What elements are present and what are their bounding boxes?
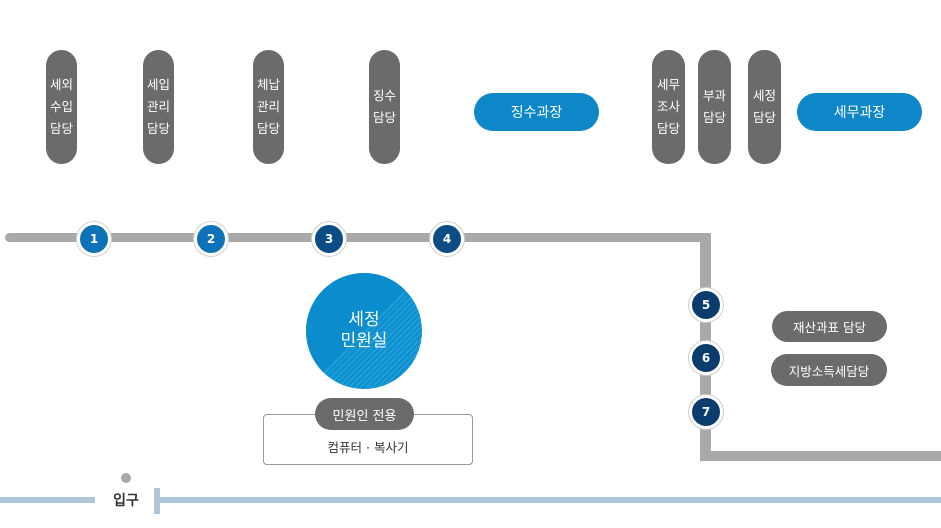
local-income-tax-desk: 지방소득세담당 (771, 354, 887, 386)
entrance-label: 입구 (113, 493, 139, 509)
node-2: 2 (194, 222, 228, 256)
civilian-only-badge: 민원인 전용 (315, 398, 414, 430)
node-3: 3 (312, 222, 346, 256)
desk-collection: 징수 담당 (369, 50, 400, 164)
center-title-line1: 세정 (348, 310, 380, 330)
center-title-line2: 민원실 (340, 331, 388, 351)
node-4: 4 (430, 222, 464, 256)
path-bottom (700, 451, 941, 461)
collection-section-chief: 징수과장 (474, 93, 599, 131)
path-horizontal (5, 233, 711, 242)
desk-tax-investigation: 세무 조사 담당 (652, 50, 685, 164)
circle-solid-half (306, 273, 422, 389)
tax-section-chief: 세무과장 (797, 93, 922, 131)
desk-assessment: 부과 담당 (698, 50, 731, 164)
entrance-line-left (0, 497, 95, 503)
civil-affairs-center: 세정 민원실 (306, 273, 422, 389)
desk-revenue-management: 세입 관리 담당 (143, 50, 174, 164)
entrance-line-right (158, 497, 941, 503)
property-assessment-desk: 재산과표 담당 (772, 311, 887, 342)
entrance-dot-icon (121, 473, 131, 483)
node-5: 5 (689, 288, 723, 322)
entrance-marker (154, 488, 160, 514)
node-7: 7 (689, 395, 723, 429)
node-6: 6 (689, 341, 723, 375)
node-1: 1 (77, 222, 111, 256)
desk-delinquency-management: 체납 관리 담당 (253, 50, 284, 164)
equipment-label: 컴퓨터 · 복사기 (327, 440, 409, 455)
desk-tax-administration: 세정 담당 (748, 50, 781, 164)
desk-non-tax-revenue: 세외 수입 담당 (46, 50, 77, 164)
